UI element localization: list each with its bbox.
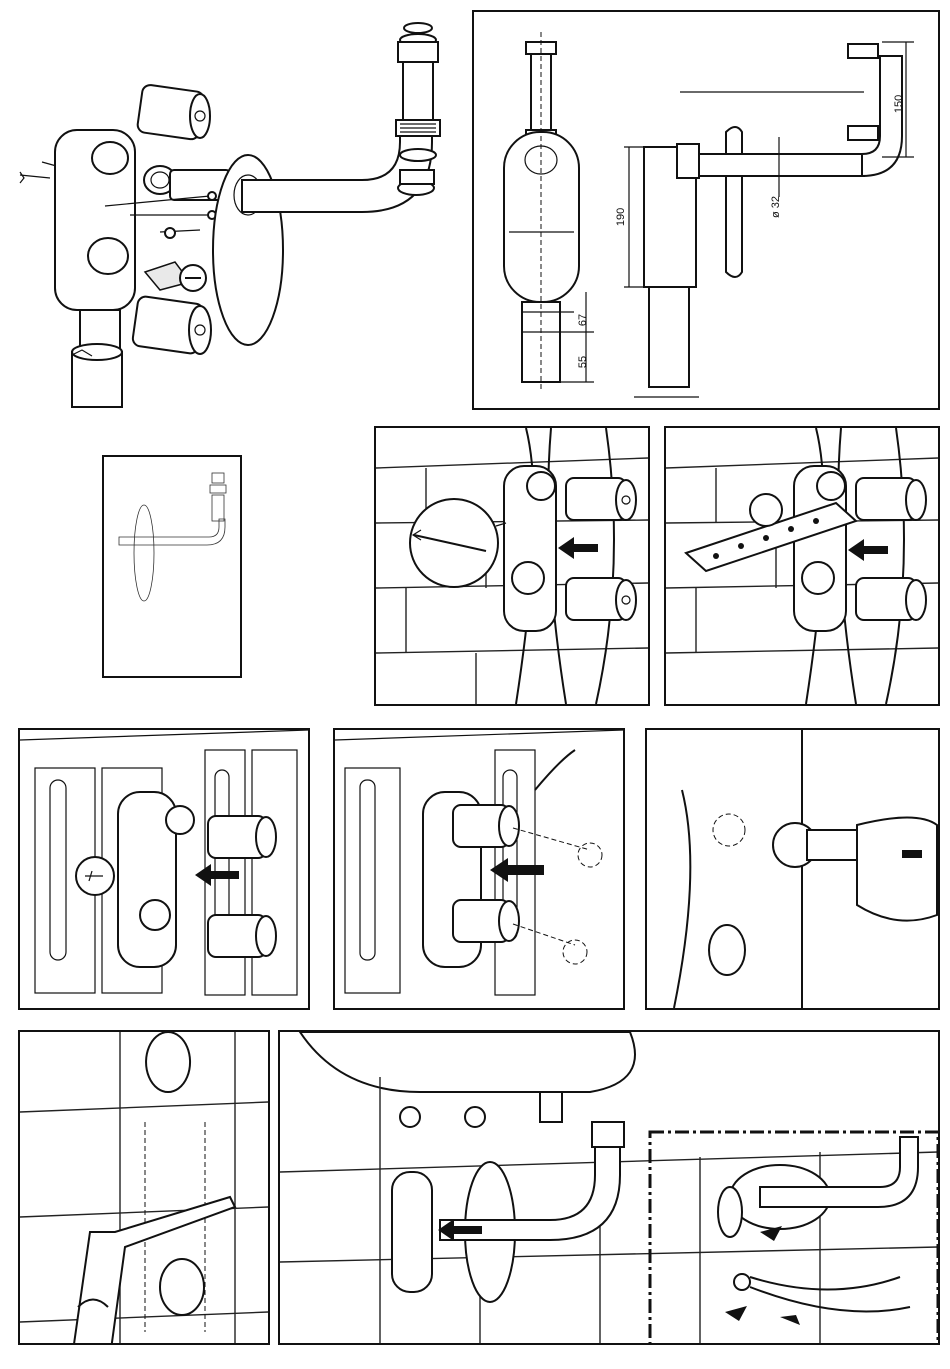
cap-upper	[208, 816, 276, 858]
cap-lower	[566, 578, 636, 620]
exploded-view-illustration	[10, 10, 465, 415]
cap-lower	[856, 578, 926, 620]
cut-tile-disc	[709, 925, 745, 975]
siphon-housing	[55, 130, 135, 407]
push-arrow-icon	[848, 539, 888, 561]
push-arrow-icon	[195, 864, 239, 886]
dim-top-label: 150	[893, 95, 905, 113]
step-panel-mounting-strip	[664, 426, 940, 706]
dim-outlet-label: 67	[577, 314, 589, 326]
installed-siphon	[718, 1137, 918, 1237]
tailpiece-detail-panel	[102, 455, 242, 678]
front-view	[504, 32, 594, 392]
side-view	[624, 42, 914, 397]
step-panel-insert-caps	[333, 728, 625, 1010]
push-arrow-icon	[558, 537, 598, 559]
escutcheon-and-pipe	[213, 132, 434, 345]
cap-lower	[132, 296, 211, 355]
step-panel-final-assembly	[278, 1030, 940, 1345]
screw-icon	[750, 494, 782, 526]
step-panel-frame-mount	[18, 728, 310, 1010]
pull-arrow-icon	[780, 1315, 800, 1325]
dimension-drawing-panel: 67 55 150 ø 32 190	[472, 10, 940, 410]
dim-tail-label: 55	[577, 356, 589, 368]
pliers-icon	[734, 1274, 910, 1312]
cap-lower	[208, 915, 276, 957]
drill-icon	[773, 818, 937, 921]
frame-screw-icon	[76, 857, 114, 895]
cap-upper	[856, 478, 926, 520]
dim-diameter-label: ø 32	[770, 196, 782, 218]
step-panel-screw-housing	[374, 426, 650, 706]
step-panel-saw	[18, 1030, 270, 1345]
cap-upper	[566, 478, 636, 520]
turn-arrow-icon	[725, 1306, 747, 1321]
cap-upper	[453, 805, 519, 847]
cap-upper	[137, 84, 210, 140]
escutcheon-and-pipe	[392, 1122, 624, 1302]
dim-body-label: 190	[615, 208, 627, 226]
elbow-pipe	[119, 473, 226, 601]
cap-lower	[453, 900, 519, 942]
step-panel-drill	[645, 728, 940, 1010]
angle-valves	[400, 1092, 562, 1127]
saw-icon	[70, 1197, 235, 1343]
screw-and-dowel-icon	[410, 499, 506, 587]
